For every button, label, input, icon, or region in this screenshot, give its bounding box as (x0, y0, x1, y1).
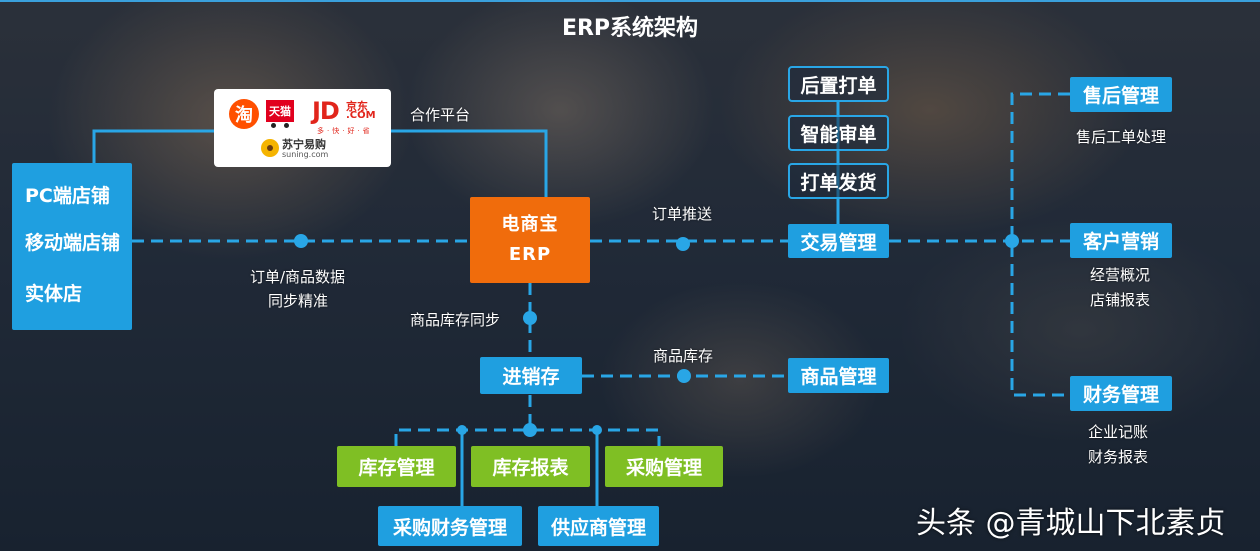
inv-supplier-mgmt: 供应商管理 (538, 506, 659, 546)
child-node-dot-left (457, 425, 467, 435)
stock-sync-node-dot (523, 311, 537, 325)
sync-node-dot (294, 234, 308, 248)
erp-core-box: 电商宝 ERP (470, 197, 590, 283)
label-order-push: 订单推送 (652, 205, 713, 223)
suning-logo-en: suning.com (282, 150, 329, 159)
push-node-dot (676, 237, 690, 251)
label-stock-sync: 商品库存同步 (410, 311, 501, 329)
module-inventory: 进销存 (480, 357, 582, 394)
jd-logo-com: .COM (346, 110, 376, 121)
inventory-children-bracket (394, 428, 661, 446)
top-accent-line (0, 0, 1260, 2)
label-product-stock: 商品库存 (653, 347, 714, 365)
product-stock-node-dot (677, 369, 691, 383)
label-after-sales-desc: 售后工单处理 (1076, 128, 1167, 146)
jd-slogan: 多·快·好·省 (317, 127, 373, 135)
diagram-title: ERP系统架构 (561, 16, 699, 41)
tmall-cat-eyes-icon (266, 123, 294, 129)
jd-logo-text: JD (312, 97, 340, 125)
inv-purchase-finance: 采购财务管理 (378, 506, 522, 546)
inv-stock-report: 库存报表 (471, 446, 590, 487)
inv-purchase-mgmt: 采购管理 (605, 446, 723, 487)
tmall-logo-icon: 天猫 (266, 100, 294, 122)
channel-pc: PC端店铺 (25, 185, 110, 207)
module-customer-marketing: 客户营销 (1070, 223, 1172, 258)
label-order-sync-2: 同步精准 (268, 292, 329, 310)
partner-platforms-card: 淘 天猫 JD 京东 .COM 多·快·好·省 苏宁易购 suning.com (214, 89, 391, 167)
label-finance-desc-2: 财务报表 (1088, 448, 1149, 466)
order-op-print-ship: 打单发货 (788, 163, 889, 199)
label-order-sync-1: 订单/商品数据 (250, 268, 346, 286)
suning-lion-icon (261, 139, 279, 157)
erp-name: 电商宝 (501, 214, 559, 235)
order-op-smart-review: 智能审单 (788, 115, 889, 151)
module-trade: 交易管理 (788, 224, 889, 258)
jd-logo-cn: 京东 (346, 100, 368, 113)
right-node-dot (1005, 234, 1019, 248)
label-partner-platform: 合作平台 (410, 106, 471, 124)
source-watermark: 头条 @青城山下北素贞 (916, 506, 1226, 541)
inventory-child-lines (460, 430, 599, 510)
module-finance: 财务管理 (1070, 376, 1172, 411)
suning-logo-cn: 苏宁易购 (282, 138, 326, 151)
right-bracket-dash (1010, 92, 1070, 397)
child-node-dot-right (592, 425, 602, 435)
taobao-logo-icon: 淘 (229, 99, 259, 129)
label-finance-desc-1: 企业记账 (1088, 423, 1149, 441)
channel-mobile: 移动端店铺 (25, 232, 121, 254)
label-marketing-desc-1: 经营概况 (1090, 266, 1151, 284)
module-product: 商品管理 (788, 358, 889, 393)
module-after-sales: 售后管理 (1070, 77, 1172, 112)
channel-physical: 实体店 (25, 283, 83, 305)
sales-channels-panel: PC端店铺 移动端店铺 实体店 (12, 163, 132, 330)
inv-stock-mgmt: 库存管理 (337, 446, 456, 487)
order-op-post-print: 后置打单 (788, 66, 889, 102)
label-marketing-desc-2: 店铺报表 (1090, 291, 1151, 309)
erp-label: ERP (508, 244, 552, 265)
inventory-node-dot (523, 423, 537, 437)
